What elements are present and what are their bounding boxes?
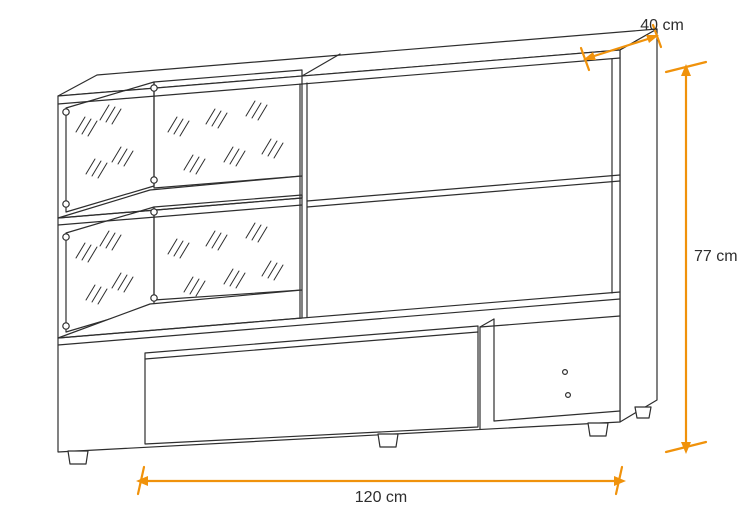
- clamp-icon: [62, 108, 70, 116]
- clamp-icon: [150, 208, 158, 216]
- clamp-icon: [62, 233, 70, 241]
- hatch-mark: [223, 268, 246, 289]
- dimension-annotations: [136, 23, 708, 496]
- foot-front-center: [377, 433, 399, 448]
- arrowhead-icon: [614, 476, 626, 486]
- middle-shelf-front-edge: [57, 197, 303, 219]
- dimension-labels: 40 cm 77 cm 120 cm: [355, 17, 738, 506]
- hatch-mark: [85, 284, 108, 305]
- hatch-mark: [75, 242, 98, 263]
- glass-hatching: [75, 100, 284, 305]
- hatch-mark: [261, 138, 284, 159]
- hatch-mark: [75, 116, 98, 137]
- hatch-mark: [111, 146, 134, 167]
- hatch-mark: [245, 100, 268, 121]
- width-dimension-label: 120 cm: [355, 489, 407, 506]
- drawer-groove-bottom: [306, 180, 621, 208]
- drawer-groove-top: [306, 174, 621, 202]
- base-top-edge-inner: [57, 298, 621, 346]
- foot-front-right: [587, 422, 609, 437]
- right-side-panel: [619, 28, 658, 423]
- base-top-edge: [57, 291, 621, 339]
- bottom-drawer-front: [144, 325, 479, 445]
- depth-dimension-line: [589, 36, 653, 59]
- cabinet-line-art: [57, 28, 658, 465]
- arrowhead-icon: [646, 35, 659, 43]
- clamp-icon: [150, 84, 158, 92]
- drawer-section: [306, 58, 621, 294]
- clamp-icon: [62, 322, 70, 330]
- shelf-pin-hole: [564, 392, 571, 399]
- shelf-pin-hole: [561, 369, 568, 376]
- arrowhead-icon: [583, 52, 596, 60]
- hatch-mark: [167, 238, 190, 259]
- compartment-floor-back-edge: [493, 410, 621, 422]
- clamp-icon: [150, 176, 158, 184]
- glass-shelf-section: [57, 69, 308, 339]
- arrowhead-icon: [136, 476, 148, 486]
- hatch-mark: [85, 158, 108, 179]
- arrowhead-icon: [681, 442, 691, 454]
- bottom-section: [144, 315, 621, 445]
- cabinet-feet: [67, 406, 652, 465]
- height-dimension-label: 77 cm: [694, 248, 738, 265]
- hatch-mark: [183, 276, 206, 297]
- bottom-drawer-top-groove: [144, 331, 479, 360]
- width-dimension: [136, 465, 626, 496]
- open-compartment-top-edge: [479, 315, 621, 328]
- open-compartment: [479, 315, 621, 430]
- glass-clamps: [62, 84, 158, 330]
- clamp-icon: [62, 200, 70, 208]
- hatch-mark: [183, 154, 206, 175]
- clamp-icon: [150, 294, 158, 302]
- foot-back-right: [634, 406, 652, 419]
- foot-front-left: [67, 450, 89, 465]
- inner-wall-top-edge: [479, 318, 495, 328]
- arrowhead-icon: [681, 64, 691, 76]
- height-dimension: [664, 60, 708, 454]
- top-board-front-edge: [57, 57, 621, 105]
- top-face-divider-mark: [301, 53, 341, 77]
- depth-dimension: [579, 23, 663, 72]
- hatch-mark: [205, 108, 228, 129]
- middle-shelf-bottom-edge: [57, 204, 303, 226]
- hatch-mark: [261, 260, 284, 281]
- hatch-mark: [99, 104, 122, 125]
- hatch-mark: [245, 222, 268, 243]
- hatch-mark: [205, 230, 228, 251]
- hatch-mark: [99, 230, 122, 251]
- hatch-mark: [167, 116, 190, 137]
- depth-dimension-label: 40 cm: [640, 17, 684, 34]
- hatch-mark: [111, 272, 134, 293]
- hatch-mark: [223, 146, 246, 167]
